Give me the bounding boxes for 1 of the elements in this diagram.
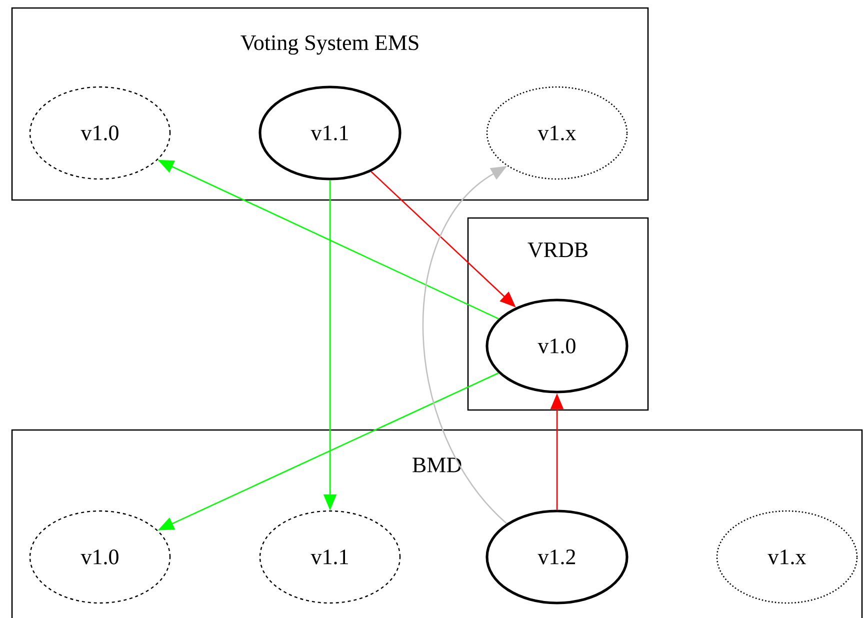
arrow xyxy=(422,166,508,524)
